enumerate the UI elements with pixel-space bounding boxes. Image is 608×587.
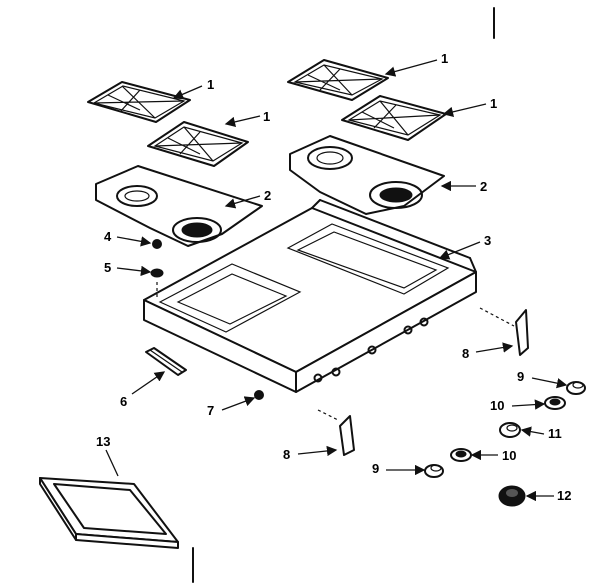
label-knob-d: 12 (557, 488, 571, 503)
label-knob-c: 11 (548, 426, 562, 441)
knob-9-lower (424, 464, 444, 478)
label-knob-a: 9 (517, 369, 524, 384)
knob-9-upper (566, 381, 586, 395)
label-grate-a: 1 (207, 77, 214, 92)
grate-front-left (147, 121, 249, 167)
label-bezel-a: 10 (490, 398, 504, 413)
screw-part (152, 239, 162, 249)
label-burner-box-right: 2 (480, 179, 487, 194)
label-main-top: 3 (484, 233, 491, 248)
label-grate-c: 1 (441, 51, 448, 66)
main-top-frame (143, 199, 477, 393)
label-bezel-b: 10 (502, 448, 516, 463)
label-bracket: 6 (120, 394, 127, 409)
clip-part (254, 390, 264, 400)
burner-box-right (289, 135, 445, 215)
label-washer: 5 (104, 260, 111, 275)
knob-12 (498, 485, 526, 507)
label-clip: 7 (207, 403, 214, 418)
label-leg-right: 8 (462, 346, 469, 361)
label-panel: 13 (96, 434, 110, 449)
grate-rear-right (287, 59, 389, 101)
washer-part (150, 268, 164, 278)
grate-front-right (341, 95, 447, 141)
bracket-part (145, 347, 187, 376)
label-screw: 4 (104, 229, 112, 244)
panel-part (39, 477, 179, 549)
bezel-10-upper (544, 396, 566, 410)
leg-right (479, 307, 529, 356)
label-leg-left: 8 (283, 447, 290, 462)
burner-box-left (95, 165, 263, 247)
leg-left (317, 409, 355, 456)
grate-rear-left (87, 81, 191, 123)
bezel-10-lower (450, 448, 472, 462)
label-grate-d: 1 (490, 96, 497, 111)
knob-11 (499, 422, 521, 438)
label-knob-b: 9 (372, 461, 379, 476)
label-burner-box-left: 2 (264, 188, 271, 203)
label-grate-b: 1 (263, 109, 270, 124)
